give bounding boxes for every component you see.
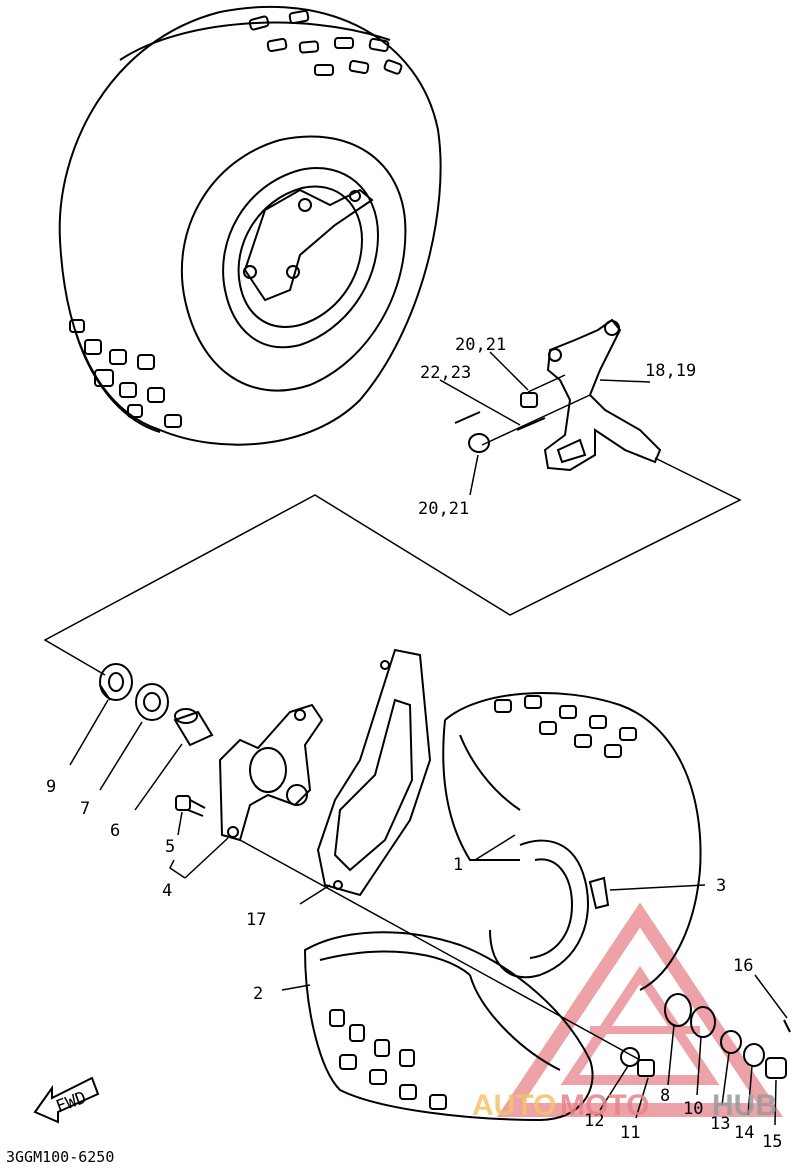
label-9: 9 [46, 777, 56, 797]
lower-tire [303, 692, 702, 1122]
label-16: 16 [733, 956, 753, 976]
watermark-text-hub: HUB [712, 1089, 777, 1122]
label-6: 6 [110, 821, 120, 841]
label-1: 1 [453, 855, 463, 875]
watermark-text-moto: MOTO [560, 1089, 649, 1122]
leader-lines-lower [69, 699, 788, 1126]
label-2: 2 [253, 984, 263, 1004]
watermark-text-auto: AUTO [472, 1089, 556, 1122]
label-12: 12 [584, 1111, 604, 1131]
assembly-lines-upper [43, 351, 742, 676]
drawing-code: 3GGM100-6250 [6, 1148, 114, 1166]
gasket [316, 648, 432, 897]
label-13: 13 [710, 1114, 730, 1134]
label-10: 10 [683, 1099, 703, 1119]
knuckle-nuts-pins [454, 392, 546, 453]
label-7: 7 [80, 799, 90, 819]
watermark-text: AUTO MOTO HUB [472, 1089, 777, 1122]
label-8: 8 [660, 1086, 670, 1106]
label-11: 11 [620, 1123, 640, 1143]
label-22-23: 22,23 [420, 363, 471, 383]
steering-knuckle [543, 318, 662, 472]
fwd-arrow-icon [33, 1076, 100, 1124]
lower-hardware [620, 993, 791, 1079]
label-15: 15 [762, 1132, 782, 1152]
label-3: 3 [716, 876, 726, 896]
label-20-21-bottom: 20,21 [418, 499, 469, 519]
hub [218, 703, 324, 842]
part-labels: 20,21 22,23 18,19 20,21 9 7 6 5 4 17 1 3… [6, 335, 782, 1166]
top-wheel-assembly [58, 5, 442, 446]
label-5: 5 [165, 837, 175, 857]
watermark-logo [496, 902, 784, 1117]
label-14: 14 [734, 1123, 754, 1143]
fwd-label: FWD [53, 1088, 89, 1117]
label-17: 17 [246, 910, 266, 930]
label-20-21-top: 20,21 [455, 335, 506, 355]
label-18-19: 18,19 [645, 361, 696, 381]
bearings-spacer [99, 663, 214, 817]
label-4: 4 [162, 881, 172, 901]
